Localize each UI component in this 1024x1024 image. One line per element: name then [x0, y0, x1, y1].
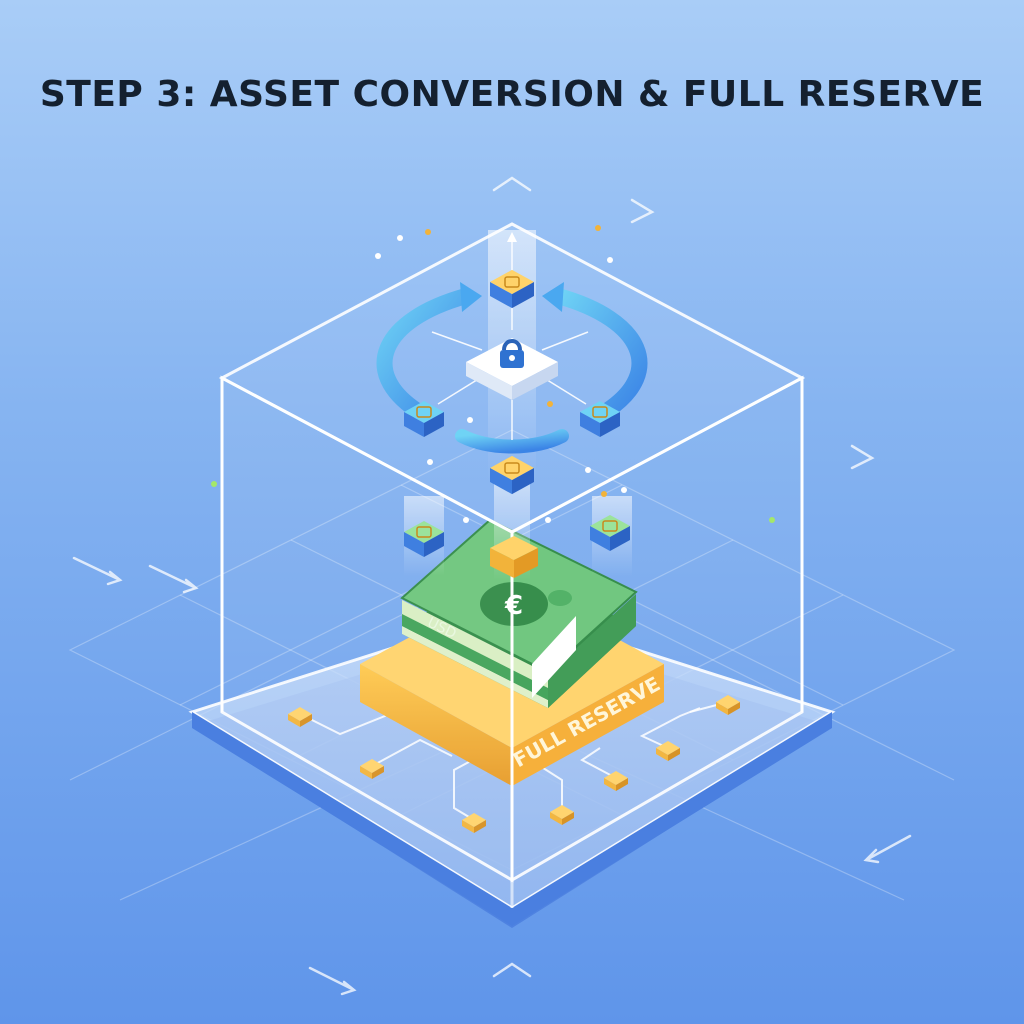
particle-dot: [601, 491, 607, 497]
floating-particles: [211, 225, 775, 523]
cycle-arrow-bottom: [455, 429, 569, 454]
particle-dot: [397, 235, 403, 241]
circuit-node-icon: [462, 813, 486, 833]
particle-dot: [545, 517, 551, 523]
circuit-node-icon: [550, 805, 574, 825]
particle-dot: [427, 459, 433, 465]
token-block: [490, 455, 534, 495]
token-block: [404, 401, 444, 437]
token-block: [490, 269, 534, 309]
particle-dot: [467, 417, 473, 423]
particle-dot: [375, 253, 381, 259]
circuit-nodes: [288, 695, 740, 833]
particle-dot: [547, 401, 553, 407]
euro-coin-icon: [490, 536, 538, 578]
particle-dot: [463, 517, 469, 523]
circuit-node-icon: [604, 771, 628, 791]
circuit-traces: [299, 701, 729, 821]
cash-stack: € USD: [400, 518, 638, 708]
token-blocks: [404, 269, 630, 557]
lock-icon: [466, 338, 558, 400]
cycle-arrow-left: [376, 288, 474, 418]
circuit-node-icon: [288, 707, 312, 727]
glass-cube: [218, 222, 806, 908]
page-title: STEP 3: ASSET CONVERSION & FULL RESERVE: [39, 74, 985, 115]
particle-dot: [607, 257, 613, 263]
particle-dot: [425, 229, 431, 235]
particle-dot: [769, 517, 775, 523]
particle-dot: [211, 481, 217, 487]
particle-dot: [595, 225, 601, 231]
particle-dot: [585, 467, 591, 473]
token-block: [590, 515, 630, 551]
particle-dot: [621, 487, 627, 493]
circuit-node-icon: [360, 759, 384, 779]
decorative-arrows: [72, 176, 912, 996]
circuit-node-icon: [716, 695, 740, 715]
token-block: [404, 521, 444, 557]
token-block: [580, 401, 620, 437]
cycle-arrow-right: [550, 288, 648, 418]
conversion-cycle: [376, 232, 648, 454]
circuit-node-icon: [656, 741, 680, 761]
